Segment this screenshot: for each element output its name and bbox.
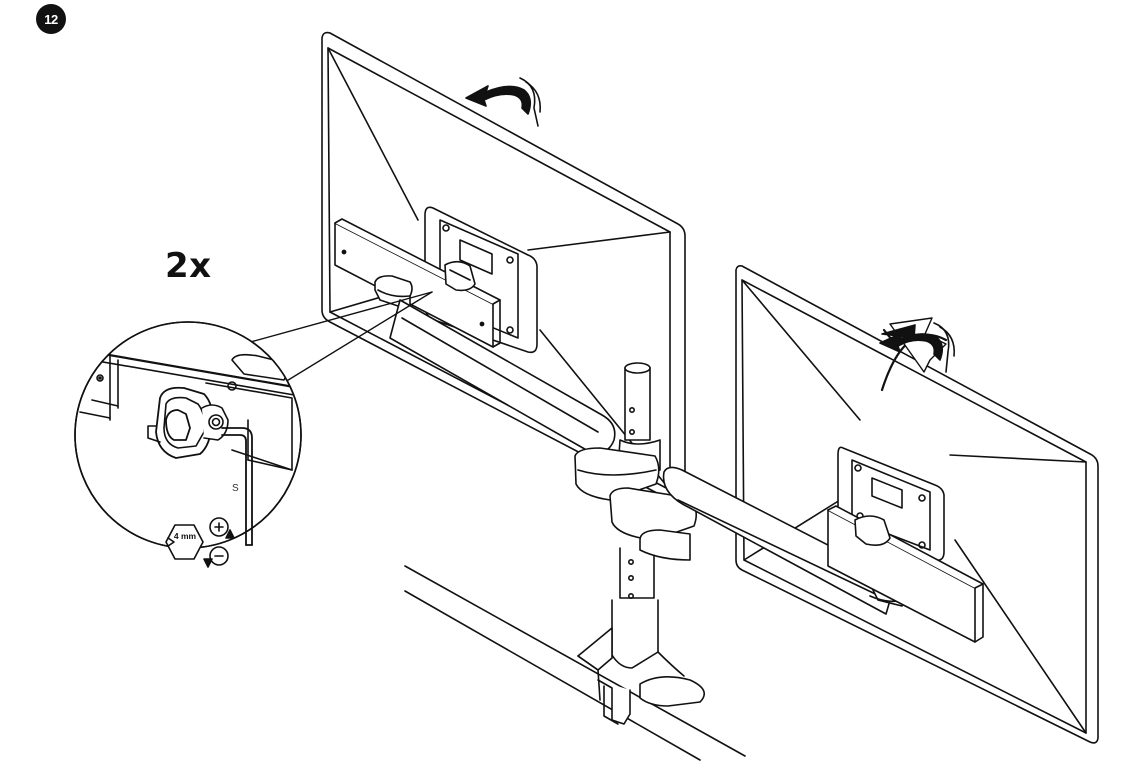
allen-key-letter: S — [232, 483, 239, 494]
allen-key-icon — [221, 427, 253, 546]
detail-callout — [74, 321, 302, 549]
rotate-arrow-left-monitor-icon — [465, 77, 542, 127]
counterclockwise-minus-icon — [203, 546, 229, 568]
desk-edge — [404, 565, 746, 761]
callout-leader — [235, 291, 433, 383]
hex-size-badge — [165, 524, 204, 560]
rotate-arrow-right-monitor-icon — [879, 322, 956, 373]
repeat-count-label: 2x — [165, 246, 212, 286]
right-monitor-bracket — [827, 505, 984, 643]
desk-clamp — [577, 599, 706, 725]
left-arm — [389, 299, 660, 501]
tool-size-label: 4 mm — [173, 531, 197, 541]
clockwise-plus-icon — [209, 517, 235, 539]
step-number-badge: 12 — [36, 4, 66, 34]
